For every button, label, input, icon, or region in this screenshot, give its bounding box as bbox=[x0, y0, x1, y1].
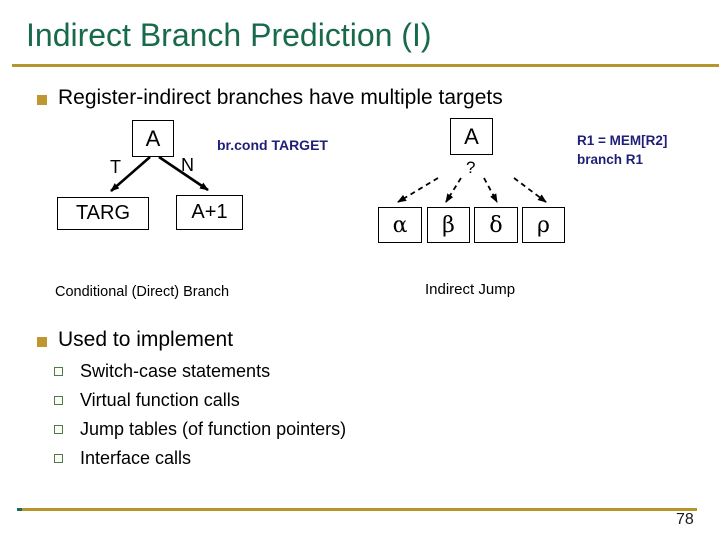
conditional-branch-caption: Conditional (Direct) Branch bbox=[55, 284, 230, 300]
target-box-beta: β bbox=[427, 207, 470, 243]
target-box-delta: δ bbox=[474, 207, 518, 243]
taken-label: T bbox=[110, 157, 121, 177]
bullet-register-indirect: Register-indirect branches have multiple… bbox=[58, 86, 503, 109]
target-label-delta: δ bbox=[489, 212, 503, 238]
indirect-code-line2: branch R1 bbox=[577, 152, 644, 167]
cond-code-text: br.cond TARGET bbox=[217, 137, 328, 153]
footer-accent-tick bbox=[17, 508, 22, 511]
sub-bullet-jump-tables: Jump tables (of function pointers) bbox=[80, 419, 347, 439]
cond-fallthrough-label: A+1 bbox=[191, 201, 228, 223]
target-label-alpha: α bbox=[392, 212, 408, 238]
cond-target-box: TARG bbox=[57, 197, 149, 230]
cond-address-box: A bbox=[132, 120, 174, 157]
indirect-arrow-alpha bbox=[397, 177, 439, 203]
indirect-arrow-delta bbox=[483, 177, 498, 203]
sub-bullet-square-icon bbox=[54, 396, 63, 405]
not-taken-label: N bbox=[181, 155, 194, 175]
sub-bullet-virtual-calls: Virtual function calls bbox=[80, 390, 240, 410]
sub-bullet-square-icon bbox=[54, 425, 63, 434]
title-divider bbox=[12, 64, 719, 67]
indirect-arrow-rho bbox=[513, 177, 547, 203]
footer-divider bbox=[17, 508, 697, 511]
cond-target-label: TARG bbox=[75, 202, 131, 224]
bullet-square-icon bbox=[37, 95, 47, 105]
cond-fallthrough-box: A+1 bbox=[176, 195, 243, 230]
indirect-jump-caption: Indirect Jump bbox=[425, 281, 516, 298]
bullet-square-icon bbox=[37, 337, 47, 347]
indirect-code-line1: R1 = MEM[R2] bbox=[577, 133, 668, 148]
slide-title: Indirect Branch Prediction (I) bbox=[26, 17, 432, 53]
question-mark: ? bbox=[466, 158, 476, 177]
indirect-code-text: R1 = MEM[R2] branch R1 bbox=[577, 131, 667, 169]
sub-bullet-switch-case: Switch-case statements bbox=[80, 361, 271, 381]
target-box-rho: ρ bbox=[522, 207, 565, 243]
sub-bullet-square-icon bbox=[54, 367, 63, 376]
cond-address-label: A bbox=[145, 125, 161, 151]
indirect-address-box: A bbox=[450, 118, 493, 155]
target-box-alpha: α bbox=[378, 207, 422, 243]
target-label-beta: β bbox=[442, 212, 455, 238]
sub-bullet-square-icon bbox=[54, 454, 63, 463]
bullet-used-to-implement: Used to implement bbox=[58, 328, 234, 351]
indirect-arrow-beta bbox=[445, 177, 462, 203]
page-number: 78 bbox=[676, 511, 694, 528]
target-label-rho: ρ bbox=[537, 212, 550, 238]
sub-bullet-interface-calls: Interface calls bbox=[80, 448, 192, 468]
indirect-address-label: A bbox=[464, 123, 479, 149]
